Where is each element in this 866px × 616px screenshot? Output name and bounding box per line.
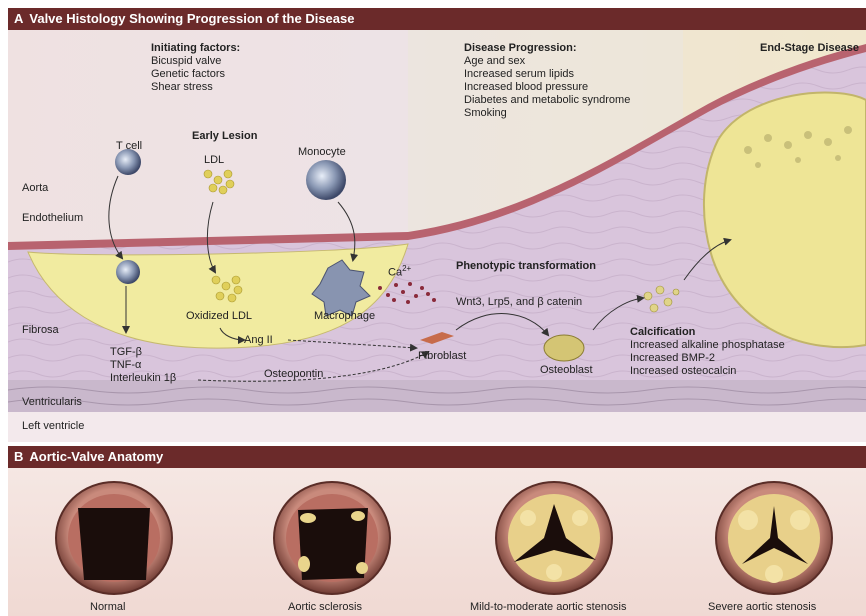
progression-item: Increased blood pressure — [464, 81, 630, 94]
ldl-label: LDL — [204, 154, 224, 167]
fibroblast-label: Fibroblast — [418, 350, 466, 363]
valve-anatomy-illustration — [8, 468, 866, 616]
valve-caption-normal: Normal — [90, 601, 125, 614]
panel-a-histology: Initiating factors: Bicuspid valve Genet… — [8, 30, 866, 442]
early-lesion-label: Early Lesion — [192, 130, 257, 143]
disease-progression: Disease Progression: Age and sex Increas… — [464, 42, 630, 120]
valve-caption-severe: Severe aortic stenosis — [708, 601, 816, 614]
progression-item: Increased serum lipids — [464, 68, 630, 81]
panel-b-header: B Aortic-Valve Anatomy — [8, 446, 866, 468]
panel-b-title: Aortic-Valve Anatomy — [29, 449, 163, 464]
valve-severe-stenosis — [716, 482, 832, 594]
progression-item: Diabetes and metabolic syndrome — [464, 94, 630, 107]
calcium-superscript: 2+ — [402, 264, 411, 273]
progression-heading: Disease Progression: — [464, 42, 630, 55]
ventricularis-label: Ventricularis — [22, 396, 82, 409]
monocyte-label: Monocyte — [298, 146, 346, 159]
osteoblast-label: Osteoblast — [540, 364, 593, 377]
il-label: Interleukin 1β — [110, 372, 176, 385]
aorta-label: Aorta — [22, 182, 48, 195]
tcell-in-lesion — [116, 260, 140, 284]
initiating-factors: Initiating factors: Bicuspid valve Genet… — [151, 42, 240, 94]
calcification-block: Calcification Increased alkaline phospha… — [630, 326, 785, 378]
panel-a-letter: A — [14, 11, 23, 26]
end-stage-label: End-Stage Disease — [760, 42, 859, 55]
valve-normal — [56, 482, 172, 594]
valve-caption-mild: Mild-to-moderate aortic stenosis — [470, 601, 627, 614]
panel-a-header: A Valve Histology Showing Progression of … — [8, 8, 866, 30]
tcell-label: T cell — [116, 140, 142, 153]
initiating-item: Genetic factors — [151, 68, 240, 81]
phenotypic-label: Phenotypic transformation — [456, 260, 596, 273]
valve-mild-stenosis — [496, 482, 612, 594]
panel-a-title: Valve Histology Showing Progression of t… — [29, 11, 354, 26]
calcification-item: Increased alkaline phosphatase — [630, 339, 785, 352]
cytokine-list: TGF-β TNF-α Interleukin 1β — [110, 346, 176, 385]
fibrosa-label: Fibrosa — [22, 324, 59, 337]
macrophage-label: Macrophage — [314, 310, 375, 323]
initiating-item: Bicuspid valve — [151, 55, 240, 68]
valve-caption-sclerosis: Aortic sclerosis — [288, 601, 362, 614]
calcification-item: Increased BMP-2 — [630, 352, 785, 365]
oxidized-ldl-label: Oxidized LDL — [186, 310, 252, 323]
progression-item: Smoking — [464, 107, 630, 120]
monocyte-circle — [306, 160, 346, 200]
tgf-label: TGF-β — [110, 346, 176, 359]
progression-item: Age and sex — [464, 55, 630, 68]
initiating-heading: Initiating factors: — [151, 42, 240, 55]
osteoblast-shape — [544, 335, 584, 361]
left-ventricle-label: Left ventricle — [22, 420, 84, 433]
panel-b-anatomy: Normal Aortic sclerosis Mild-to-moderate… — [8, 468, 866, 616]
calcium-label: Ca2+ — [388, 262, 411, 280]
initiating-item: Shear stress — [151, 81, 240, 94]
calcification-item: Increased osteocalcin — [630, 365, 785, 378]
panel-b-letter: B — [14, 449, 23, 464]
calcification-heading: Calcification — [630, 326, 785, 339]
valve-sclerosis — [274, 482, 390, 594]
ang-label: Ang II — [244, 334, 273, 347]
ldl-cluster — [204, 170, 234, 194]
endothelium-label: Endothelium — [22, 212, 83, 225]
tnf-label: TNF-α — [110, 359, 176, 372]
osteopontin-label: Osteopontin — [264, 368, 323, 381]
wnt-label: Wnt3, Lrp5, and β catenin — [456, 296, 582, 309]
calcium-text: Ca — [388, 267, 402, 279]
